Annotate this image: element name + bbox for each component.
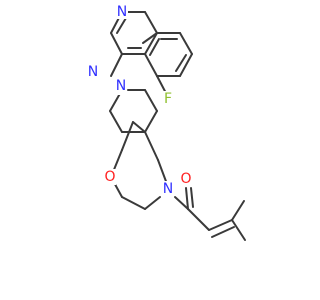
bond	[211, 226, 235, 238]
bond	[116, 17, 127, 34]
bond	[110, 32, 123, 55]
bond	[185, 187, 189, 210]
atom-label-n: N	[88, 64, 98, 80]
piperidine-ring	[109, 89, 158, 133]
bond	[144, 196, 161, 210]
bond	[231, 200, 245, 221]
atom-label-o: O	[180, 171, 191, 187]
atom-label-o: O	[104, 169, 115, 185]
bond	[121, 196, 146, 210]
bond	[174, 196, 189, 210]
atom-label-n: N	[117, 4, 127, 20]
bond-c4-n	[110, 53, 123, 77]
atom-label-f: F	[164, 91, 172, 107]
bond	[132, 121, 146, 133]
bond	[144, 89, 158, 112]
bond	[144, 110, 158, 133]
morpholine-ring	[110, 121, 168, 210]
bond	[121, 121, 134, 151]
bond	[208, 219, 233, 231]
structure-canvas: N N F N O N O	[87, 3, 246, 241]
bond	[144, 131, 159, 161]
bond	[175, 54, 187, 72]
molecule-structure-diagram: N N F N O N O	[87, 3, 246, 241]
bond	[144, 32, 158, 55]
bond	[109, 110, 123, 133]
acyl-chain	[174, 187, 246, 241]
benzene-ring	[142, 32, 193, 77]
atom-label-n: N	[163, 181, 173, 197]
bond	[149, 38, 160, 56]
bond	[190, 187, 194, 208]
bond	[144, 53, 158, 77]
bond	[231, 219, 246, 241]
bond	[179, 32, 193, 55]
bond	[144, 11, 158, 34]
bond	[142, 32, 158, 44]
atom-labels: N N F N O N O	[87, 3, 192, 197]
bond	[179, 53, 193, 77]
bond	[187, 208, 210, 231]
bond	[157, 159, 168, 185]
atom-label-n: N	[116, 78, 126, 94]
